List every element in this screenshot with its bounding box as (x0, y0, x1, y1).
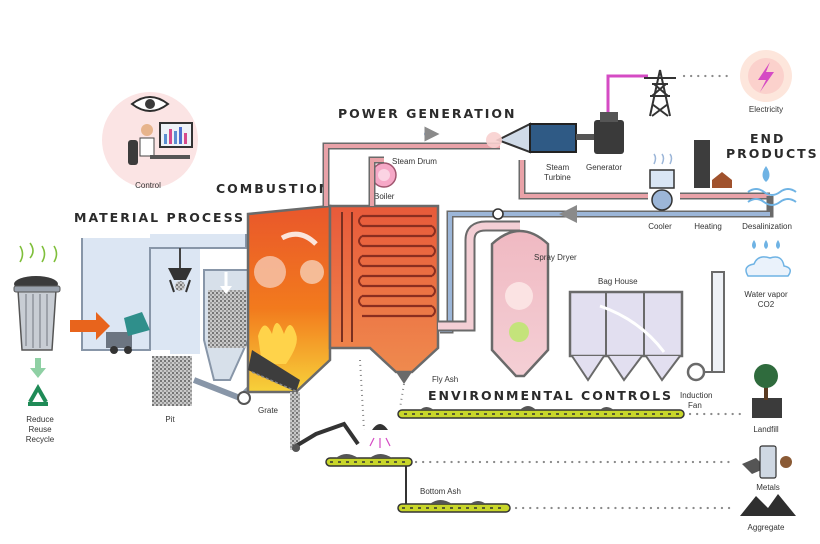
ash-quench-conveyor (292, 421, 360, 452)
metals-icon (742, 445, 792, 479)
landfill-tree-icon (752, 364, 782, 418)
bag-house-label: Bag House (598, 277, 638, 286)
power-line (606, 74, 648, 112)
reduce-label: Reduce (26, 415, 54, 424)
pump-icon (492, 208, 504, 220)
aggregate-label: Aggregate (748, 523, 785, 532)
truck-icon (106, 312, 150, 354)
ram-wheel (237, 391, 251, 405)
boiler-tubes (362, 214, 432, 318)
water-vapor-label: Water vapor (744, 290, 788, 299)
recycle-icon (28, 383, 48, 406)
steam-turbine-label-2: Turbine (544, 173, 571, 182)
steam-drum-label: Steam Drum (392, 157, 437, 166)
crane-claw-icon (168, 248, 192, 293)
reuse-label: Reuse (28, 425, 52, 434)
smoke-stack (711, 271, 725, 373)
grate-label: Grate (258, 406, 279, 415)
recycle-label: Recycle (26, 435, 55, 444)
magnet-icon (369, 424, 391, 448)
generator (576, 112, 624, 154)
steam-pipe (322, 142, 500, 206)
landfill-label: Landfill (753, 425, 779, 434)
combustion-burst (254, 256, 286, 288)
bag-house (568, 290, 684, 382)
flow-arrow (280, 231, 318, 246)
eye-icon (130, 96, 170, 112)
flue-duct (438, 220, 520, 332)
combustion-heading: COMBUSTION (216, 181, 331, 196)
electricity-label: Electricity (749, 105, 783, 114)
pit-waste (152, 356, 192, 406)
boiler-label: Boiler (374, 192, 395, 201)
material-process-heading: MATERIAL PROCESS (74, 210, 245, 225)
steam-turbine-label-1: Steam (546, 163, 569, 172)
electricity-icon (740, 50, 792, 102)
aggregate-pile-icon (740, 494, 796, 516)
end-products-heading-line2: PRODUCTS (726, 146, 819, 161)
water-drop-icon (747, 166, 797, 206)
heating-building-icon (694, 140, 732, 188)
trash-can-icon (13, 242, 61, 351)
aggregate-conveyor (397, 500, 511, 513)
bottom-ash-conveyor (325, 454, 413, 467)
transmission-tower-icon (644, 69, 676, 117)
induction-fan-label-2: Fan (688, 401, 702, 410)
down-arrow-head (30, 368, 46, 378)
metals-label: Metals (756, 483, 780, 492)
boiler (328, 162, 440, 384)
environmental-controls-heading: ENVIRONMENTAL CONTROLS (428, 388, 673, 403)
steam-turbine (486, 122, 577, 154)
combustion-burst (300, 260, 324, 284)
induction-fan-label-1: Induction (680, 391, 712, 400)
end-products-heading-line1: END (750, 131, 785, 146)
steam-puff (486, 132, 502, 148)
control-label: Control (135, 181, 161, 190)
grate-bed (248, 350, 300, 392)
feed-hopper (203, 269, 249, 381)
cooler-label: Cooler (648, 222, 672, 231)
heating-label: Heating (694, 222, 722, 231)
lime-slurry (509, 322, 529, 342)
induction-fan-icon (686, 362, 706, 382)
co2-label: CO2 (758, 300, 775, 309)
power-generation-heading: POWER GENERATION (338, 106, 516, 121)
grate-ash-drop (290, 392, 300, 450)
spray-burst (505, 282, 533, 310)
operator-icon (128, 122, 193, 165)
desalinization-label: Desalinization (742, 222, 792, 231)
feed-arrow (70, 312, 110, 340)
fly-ash-conveyor (397, 406, 685, 419)
flame-icon (258, 323, 297, 364)
fly-ash-label: Fly Ash (432, 375, 458, 384)
rain-cloud-icon (745, 240, 791, 277)
cooler-icon (649, 153, 675, 211)
tipping-building: Pit (70, 234, 247, 424)
furnace (246, 204, 332, 394)
pit-label: Pit (165, 415, 175, 424)
flow-arrow (599, 304, 666, 353)
bottom-ash-label: Bottom Ash (420, 487, 461, 496)
spray-dryer-label: Spray Dryer (534, 253, 577, 262)
generator-label: Generator (586, 163, 622, 172)
control-station: Control (102, 92, 198, 190)
spray-dryer (490, 229, 550, 378)
